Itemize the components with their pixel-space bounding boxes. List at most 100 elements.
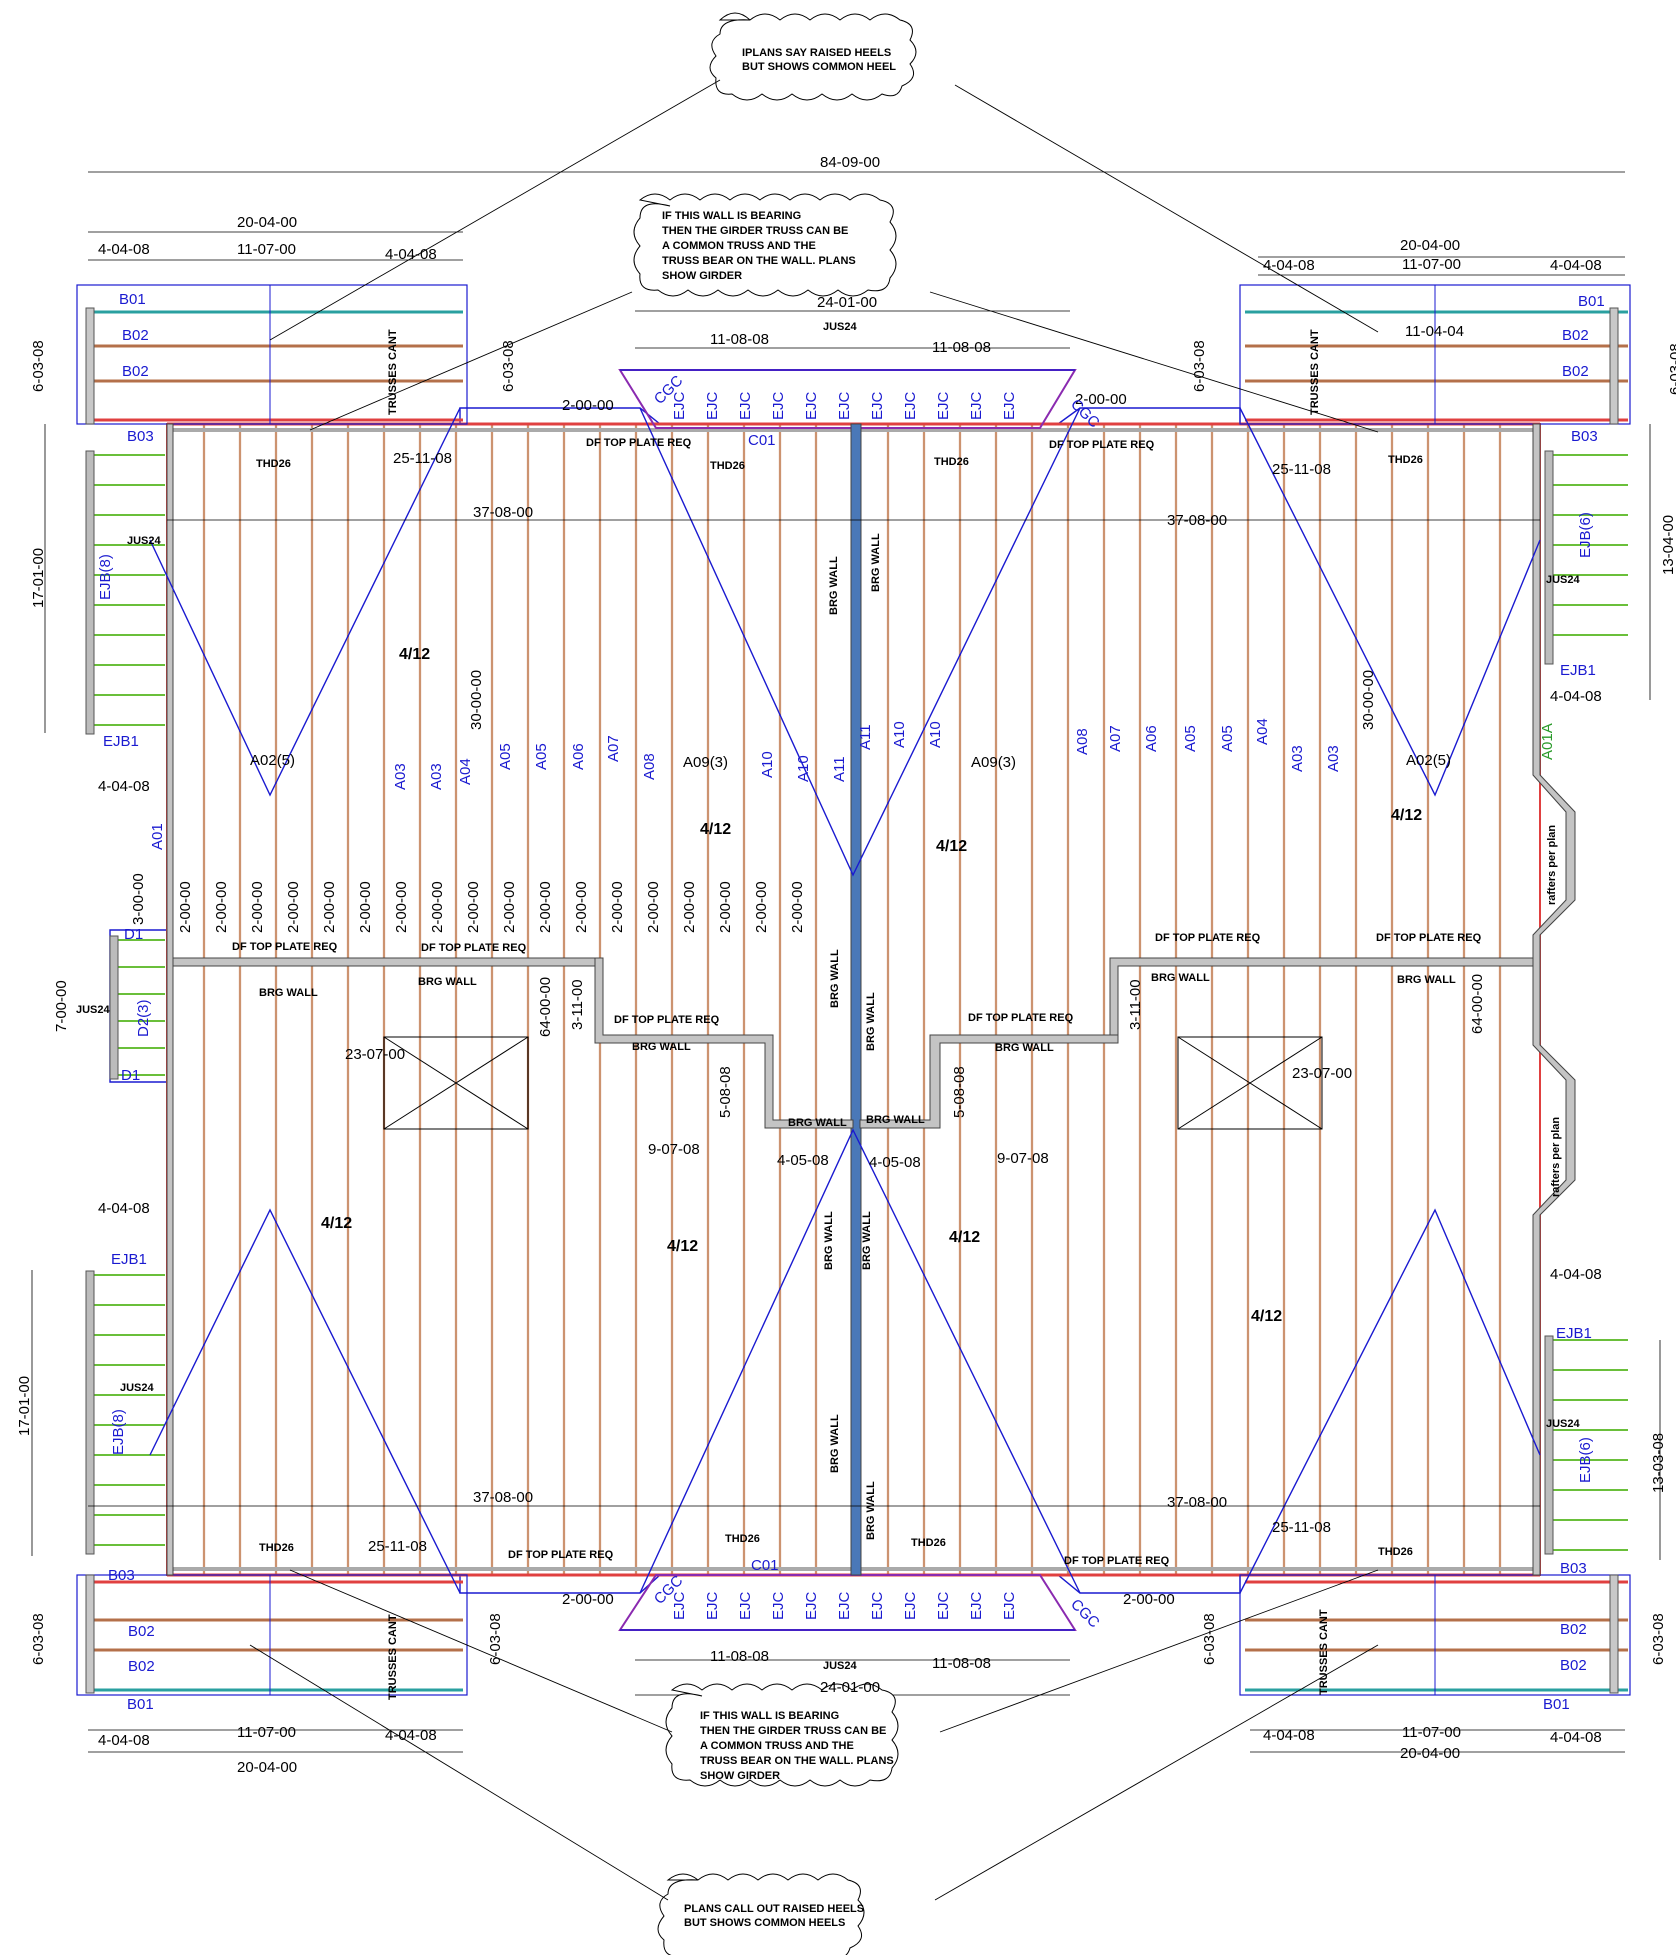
mark-b02-br-1: B02 bbox=[1560, 1621, 1587, 1638]
wing-bottom-right bbox=[1239, 1574, 1631, 1696]
dim-depth-tr-inner: 6-03-08 bbox=[1191, 340, 1208, 392]
dim-overhang-bl: 2-00-00 bbox=[562, 1591, 614, 1608]
mark-b01-bl: B01 bbox=[127, 1696, 154, 1713]
thd-label-6: THD26 bbox=[725, 1533, 760, 1545]
spacing-label-1: 2-00-00 bbox=[213, 881, 230, 933]
dim-span-short-bl: 25-11-08 bbox=[368, 1538, 427, 1555]
jus-label-l1: JUS24 bbox=[127, 535, 162, 547]
brg-wall-label-8: BRG WALL bbox=[865, 1481, 877, 1540]
spacing-label-8: 2-00-00 bbox=[465, 881, 482, 933]
dim-30-left: 30-00-00 bbox=[468, 670, 485, 730]
dim-wing-right-bl: 4-04-08 bbox=[385, 1727, 437, 1744]
brg-wall-label-9: BRG WALL bbox=[259, 987, 318, 999]
mark-a06-5: A06 bbox=[570, 743, 587, 770]
rafters-label-2: rafters per plan bbox=[1550, 1117, 1562, 1197]
dim-wing-left-l1: 4-04-08 bbox=[98, 778, 150, 795]
spacing-label-5: 2-00-00 bbox=[357, 881, 374, 933]
brg-wall-label-13: BRG WALL bbox=[866, 1114, 925, 1126]
dim-wing-mid-tl: 11-07-00 bbox=[237, 241, 296, 258]
mark-a03-21: A03 bbox=[1325, 745, 1342, 772]
dim-wing-left-r2: 4-04-08 bbox=[1550, 1266, 1602, 1283]
brg-wall-label-12: BRG WALL bbox=[788, 1117, 847, 1129]
mark-a07-6: A07 bbox=[605, 735, 622, 762]
thd-label-1: THD26 bbox=[256, 458, 291, 470]
mark-ejc-top-9: EJC bbox=[968, 391, 985, 420]
mark-ejc-top-6: EJC bbox=[869, 391, 886, 420]
wing-bottom-left bbox=[76, 1574, 468, 1696]
bearing-walls bbox=[166, 423, 1576, 1576]
mark-a02-left: A02(5) bbox=[250, 752, 295, 769]
df-plate-label-3: DF TOP PLATE REQ bbox=[232, 941, 338, 953]
dim-center-half-br: 11-08-08 bbox=[932, 1655, 991, 1672]
mark-a04-19: A04 bbox=[1254, 718, 1271, 745]
mark-b02-bl-2: B02 bbox=[128, 1658, 155, 1675]
brg-wall-label-11: BRG WALL bbox=[632, 1041, 691, 1053]
brg-wall-label-15: BRG WALL bbox=[1151, 972, 1210, 984]
brg-wall-label-3: BRG WALL bbox=[829, 949, 841, 1008]
building-outline bbox=[109, 407, 1541, 1594]
df-plate-label-4: DF TOP PLATE REQ bbox=[421, 942, 527, 954]
dim-depth-bl: 6-03-08 bbox=[30, 1613, 47, 1665]
mark-a03-1: A03 bbox=[428, 763, 445, 790]
dim-center-half-bl: 11-08-08 bbox=[710, 1648, 769, 1665]
note-bottom-line-1: PLANS CALL OUT RAISED HEELS bbox=[684, 1903, 864, 1915]
dim-side-17-upper: 17-01-00 bbox=[30, 548, 47, 608]
note-upper-line-5: SHOW GIRDER bbox=[662, 270, 742, 282]
dim-4-5-left: 4-05-08 bbox=[777, 1152, 829, 1169]
dim-overhang-tl: 2-00-00 bbox=[562, 397, 614, 414]
mark-ejb1-l2: EJB1 bbox=[111, 1251, 147, 1268]
mark-a06-16: A06 bbox=[1143, 725, 1160, 752]
mark-ejc-top-4: EJC bbox=[803, 391, 820, 420]
mark-a05-3: A05 bbox=[497, 743, 514, 770]
spacing-label-3: 2-00-00 bbox=[285, 881, 302, 933]
dim-span-short-tr: 25-11-08 bbox=[1272, 461, 1331, 478]
mark-ejc-top-5: EJC bbox=[836, 391, 853, 420]
note-lower-line-1: IF THIS WALL IS BEARING bbox=[700, 1710, 839, 1722]
mark-a10-12: A10 bbox=[891, 721, 908, 748]
mark-a10-8: A10 bbox=[759, 751, 776, 778]
mark-a04-2: A04 bbox=[457, 758, 474, 785]
left-jack-upper-post bbox=[85, 450, 95, 735]
trusses-cant-tl: TRUSSES CANT bbox=[387, 329, 399, 415]
dim-9-7-right: 9-07-08 bbox=[997, 1150, 1049, 1167]
dim-center-half-tr: 11-08-08 bbox=[932, 339, 991, 356]
dim-overhang-br: 2-00-00 bbox=[1123, 1591, 1175, 1608]
dim-23-left: 23-07-00 bbox=[345, 1046, 405, 1063]
mark-b02-tr-2: B02 bbox=[1562, 363, 1589, 380]
df-plate-label-10: DF TOP PLATE REQ bbox=[1064, 1555, 1170, 1567]
dim-wing-left-l2: 4-04-08 bbox=[98, 1200, 150, 1217]
dim-depth-br: 6-03-08 bbox=[1650, 1613, 1667, 1665]
mark-b01-tl: B01 bbox=[119, 291, 146, 308]
df-plate-label-9: DF TOP PLATE REQ bbox=[508, 1549, 614, 1561]
left-d-jack-post bbox=[109, 935, 119, 1080]
dim-3-11-right: 3-11-00 bbox=[1127, 979, 1144, 1030]
note-lower-line-3: A COMMON TRUSS AND THE bbox=[700, 1740, 854, 1752]
mark-b03-br: B03 bbox=[1560, 1560, 1587, 1577]
ejb6-label-2: EJB(6) bbox=[1577, 1437, 1594, 1483]
mark-ejc-top-0: EJC bbox=[671, 391, 688, 420]
spacing-label-0: 2-00-00 bbox=[177, 881, 194, 933]
mark-d1-bottom: D1 bbox=[121, 1067, 140, 1084]
brg-wall-label-4: BRG WALL bbox=[865, 992, 877, 1051]
note-bottom-line-2: BUT SHOWS COMMON HEELS bbox=[684, 1917, 845, 1929]
mark-b02-tr-1: B02 bbox=[1562, 327, 1589, 344]
dim-wing-mid-bl: 11-07-00 bbox=[237, 1724, 296, 1741]
dim-wing-mid-alt: 11-04-04 bbox=[1405, 323, 1464, 340]
spacing-label-14: 2-00-00 bbox=[681, 881, 698, 933]
spacing-dimensions: 2-00-00 2-00-00 2-00-00 2-00-00 2-00-00 2-00-… bbox=[177, 881, 806, 933]
df-plate-label-2: DF TOP PLATE REQ bbox=[1049, 439, 1155, 451]
pitch-6: 4/12 bbox=[667, 1238, 698, 1255]
rafters-label-1: rafters per plan bbox=[1546, 825, 1558, 905]
pitch-8: 4/12 bbox=[1251, 1308, 1282, 1325]
dim-side-13-4: 13-04-00 bbox=[1660, 515, 1676, 575]
mark-a10-13: A10 bbox=[927, 721, 944, 748]
mark-ejb1-r2: EJB1 bbox=[1556, 1325, 1592, 1342]
note-upper-line-1: IF THIS WALL IS BEARING bbox=[662, 210, 801, 222]
thd-label-8: THD26 bbox=[1378, 1546, 1413, 1558]
note-upper-line-2: THEN THE GIRDER TRUSS CAN BE bbox=[662, 225, 848, 237]
mark-d1-top: D1 bbox=[124, 926, 143, 943]
pitch-1: 4/12 bbox=[399, 646, 430, 663]
dim-wing-width-tr: 20-04-00 bbox=[1400, 237, 1460, 254]
